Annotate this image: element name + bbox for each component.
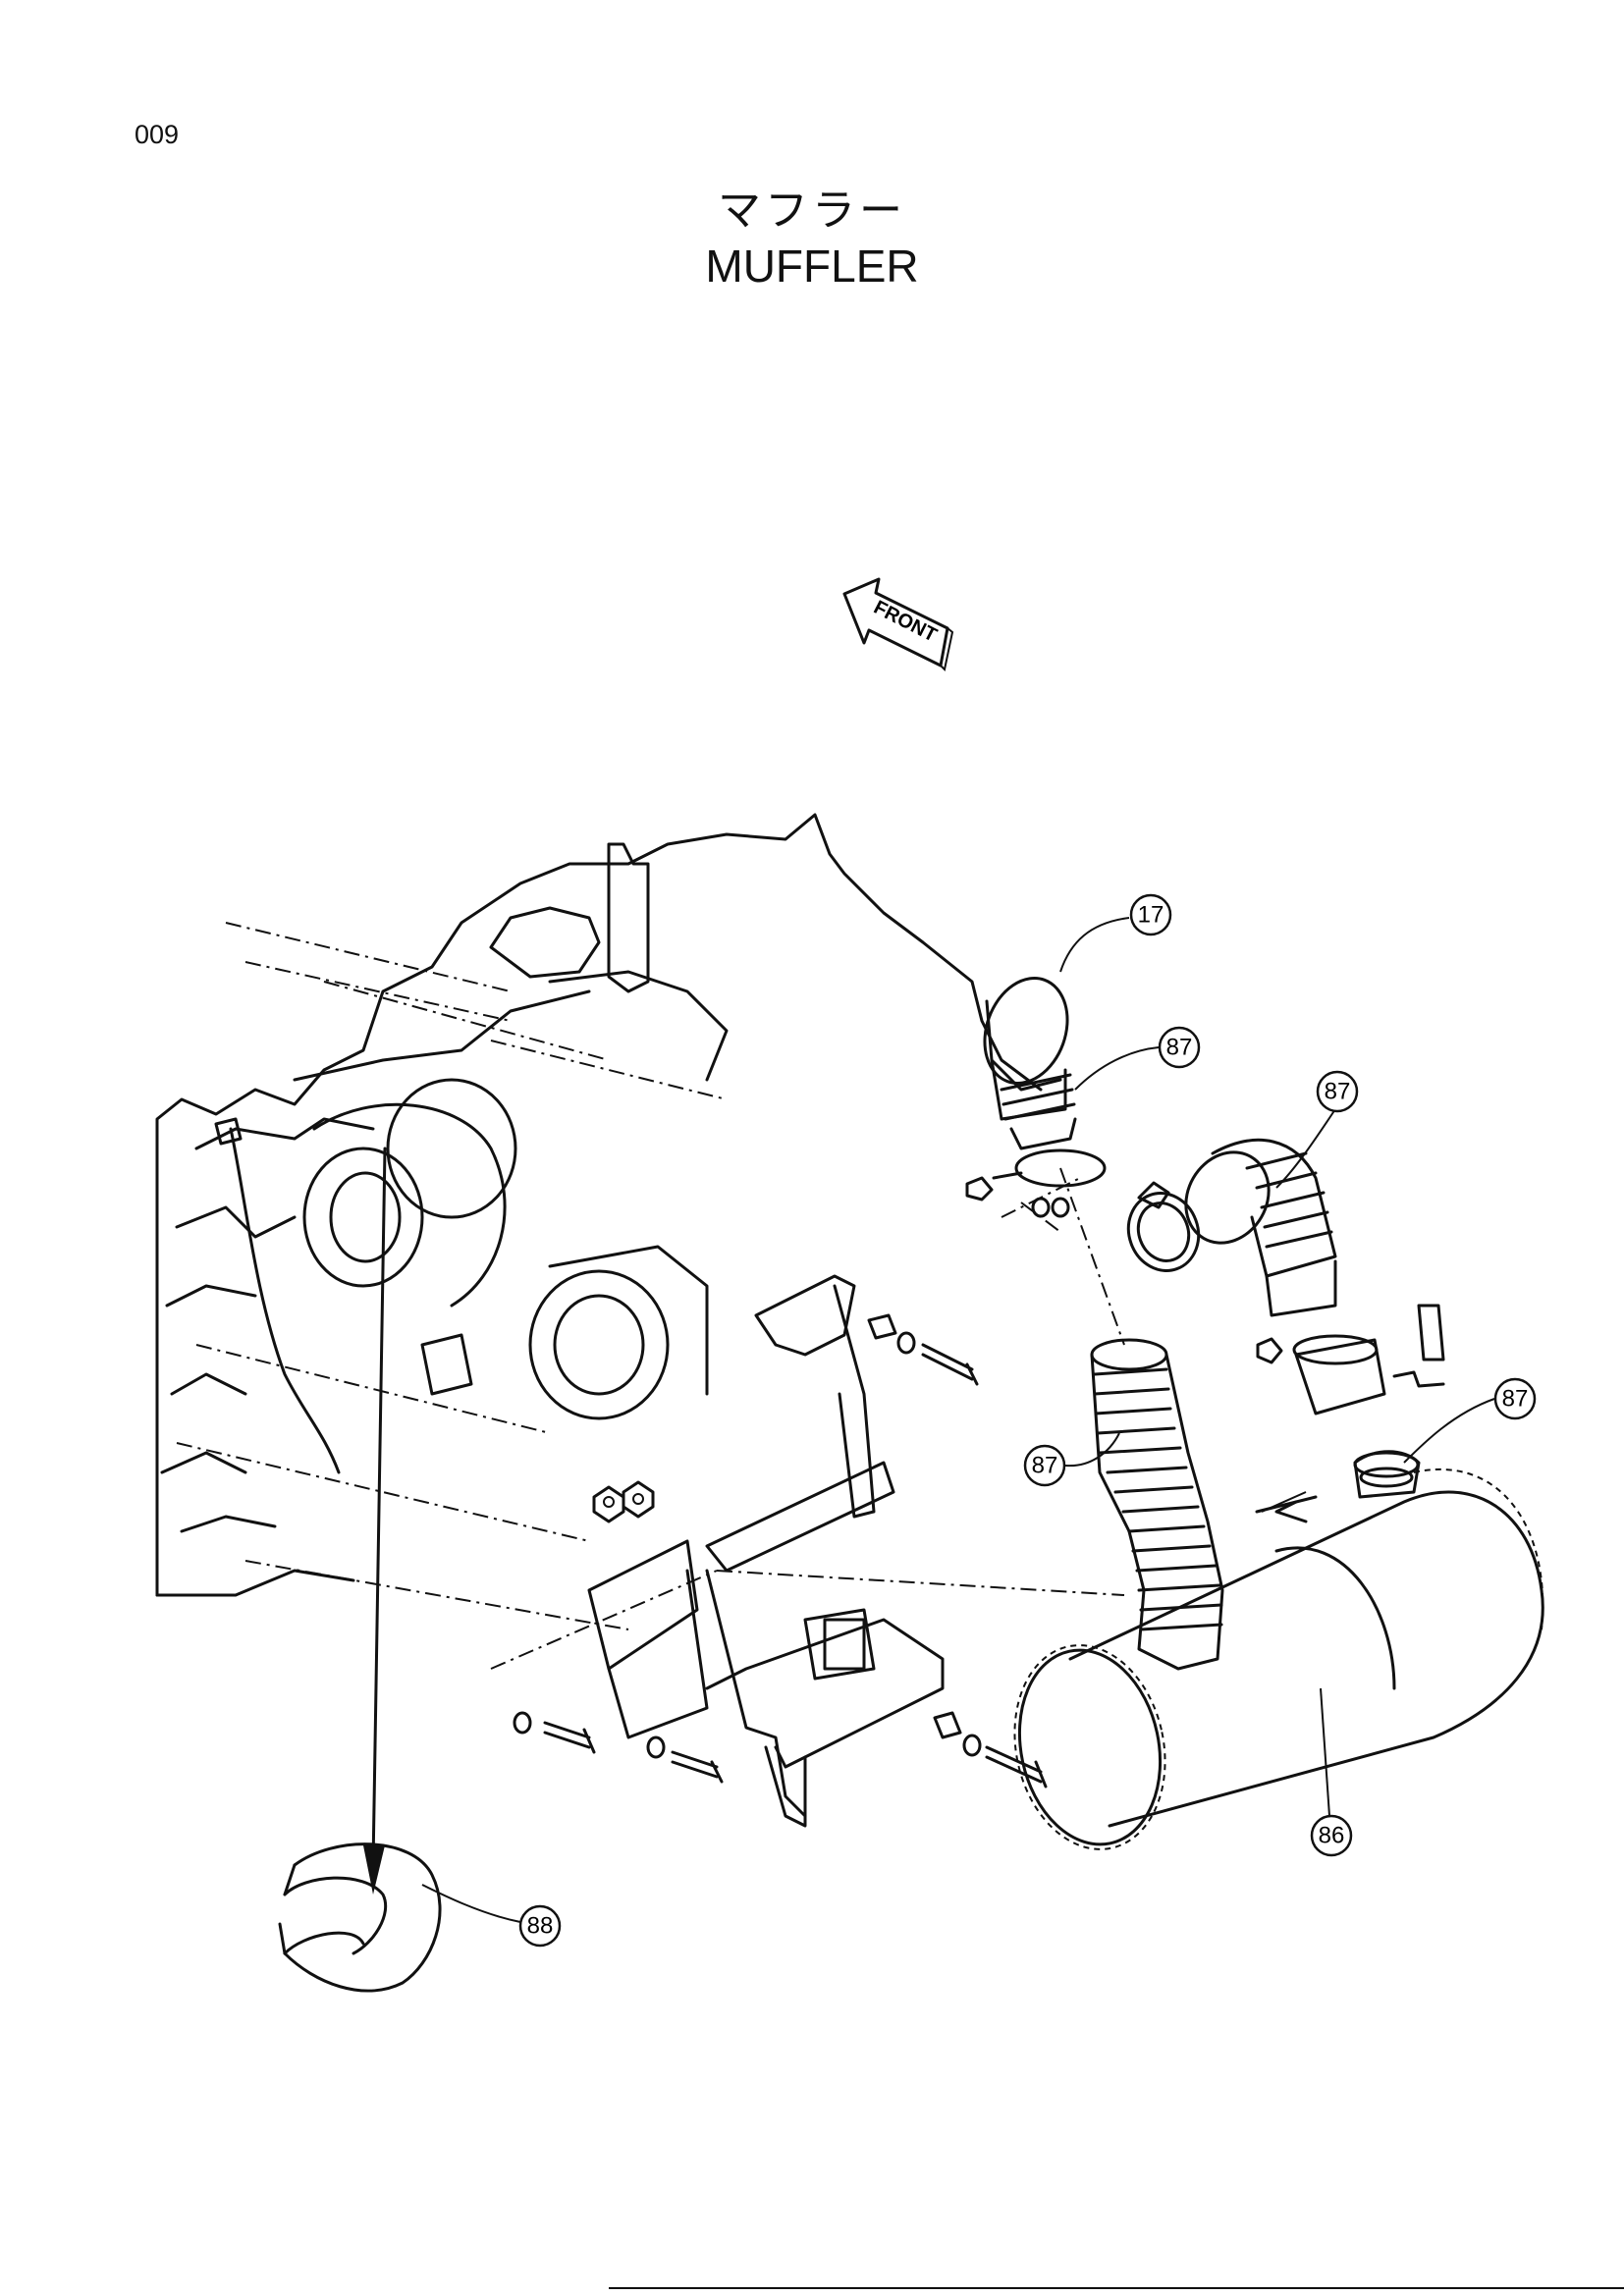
callout-87-a: 87: [1158, 1026, 1201, 1069]
callout-87-d-label: 87: [1502, 1386, 1529, 1413]
callout-86: 86: [1310, 1814, 1353, 1857]
hardware-fasteners: [513, 1171, 1445, 1789]
page-number: 009: [135, 120, 180, 149]
page-title-english: MUFFLER: [705, 240, 919, 292]
engine-block: [155, 813, 1043, 1630]
callout-17-label: 17: [1138, 902, 1164, 929]
muffler-86: [1013, 1468, 1544, 1850]
callout-86-label: 86: [1319, 1823, 1345, 1849]
muffler-bracket: [587, 1274, 945, 1828]
callout-17: 17: [1129, 893, 1172, 936]
heat-shield-88: [278, 1842, 442, 1993]
callout-87-a-label: 87: [1166, 1035, 1193, 1061]
turbocharger: [302, 1078, 709, 1420]
footer-rule: [609, 2287, 1624, 2289]
front-label: FRONT: [870, 597, 940, 647]
callout-87-d: 87: [1493, 1377, 1537, 1420]
hose-clamp: [1126, 1181, 1201, 1272]
callout-87-c: 87: [1023, 1444, 1066, 1487]
exhaust-elbow-17: [983, 977, 1107, 1188]
page-title-japanese: マフラー: [718, 186, 906, 236]
arrow-to-88: [371, 1147, 387, 1867]
front-arrow-icon: FRONT: [842, 577, 954, 672]
callout-87-b-label: 87: [1325, 1079, 1351, 1105]
callout-88: 88: [518, 1904, 562, 1948]
arrow-head-icon: [363, 1845, 385, 1895]
callout-88-label: 88: [527, 1913, 554, 1940]
callout-87-b: 87: [1316, 1070, 1359, 1113]
callout-87-c-label: 87: [1032, 1453, 1058, 1479]
flex-elbow-87-right: [1184, 1138, 1421, 1499]
